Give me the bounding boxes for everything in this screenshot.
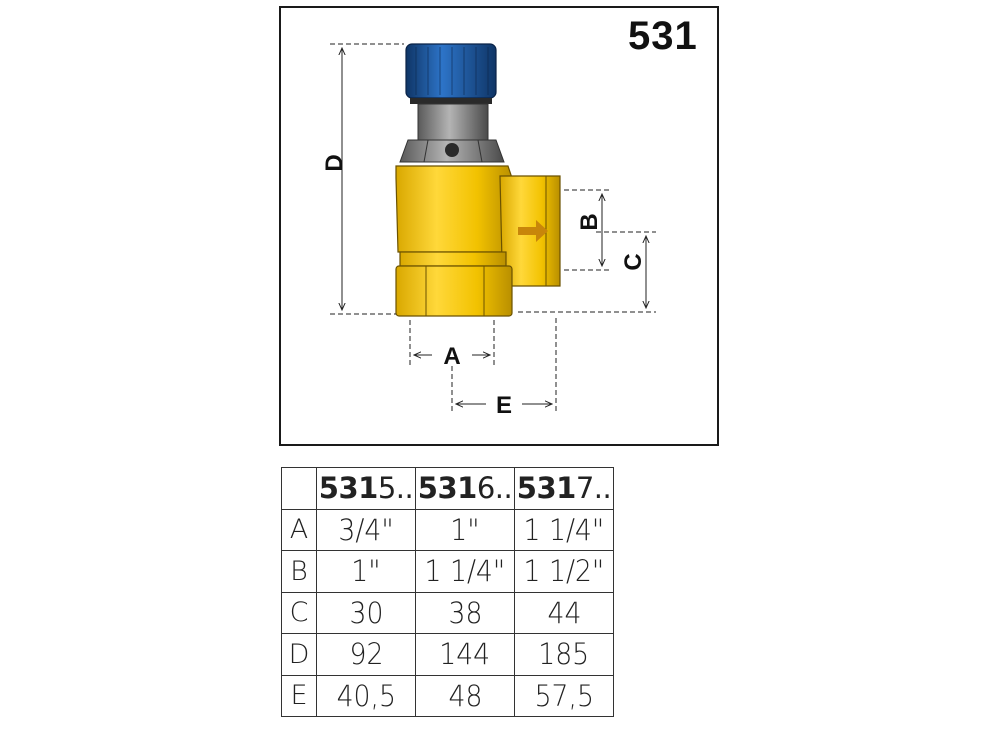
dimension-e [451,318,557,412]
table-corner-cell [281,467,317,510]
table-cell: 185 [514,633,614,676]
valve-diagram: D B C A E [321,43,656,419]
table-cell: 1 1/2" [514,550,614,593]
flow-arrow-icon [518,220,548,242]
dimension-d [330,43,404,315]
table-cell: 144 [415,633,515,676]
table-cell: 44 [514,591,614,634]
table-cell: 48 [415,674,515,717]
table-cell: 3/4" [316,508,416,551]
knob-icon [405,43,497,104]
table-cell: 30 [316,591,416,634]
table-header-row: 5315.. 5316.. 5317.. [281,467,614,510]
table-cell: 1" [415,508,515,551]
table-cell: 92 [316,633,416,676]
table-row: A 3/4" 1" 1 1/4" [281,508,614,551]
dim-label-a: A [443,343,460,370]
table-row: C 30 38 44 [281,591,614,634]
table-cell: 38 [415,591,515,634]
model-number: 531 [628,14,698,58]
table-cell: 1 1/4" [415,550,515,593]
row-label: A [281,508,317,551]
dim-label-e: E [496,392,512,419]
row-label: E [281,674,317,717]
dimension-a [409,320,495,366]
table-cell: 1 1/4" [514,508,614,551]
row-label: D [281,633,317,676]
bonnet-icon [399,103,505,163]
dimension-b [564,189,612,271]
column-header-5315: 5315.. [316,467,416,510]
valve-body-icon [395,165,561,317]
dim-label-c: C [620,253,647,270]
table-row: E 40,5 48 57,5 [281,674,614,717]
table-cell: 57,5 [514,674,614,717]
dim-label-d: D [321,154,348,171]
row-label: C [281,591,317,634]
column-header-5317: 5317.. [514,467,614,510]
dimension-c [518,231,656,313]
column-header-5316: 5316.. [415,467,515,510]
dimensions-table: 5315.. 5316.. 5317.. A 3/4" 1" 1 1/4" B … [281,467,614,717]
table-cell: 40,5 [316,674,416,717]
row-label: B [281,550,317,593]
table-row: B 1" 1 1/4" 1 1/2" [281,550,614,593]
dim-label-b: B [576,213,603,230]
table-row: D 92 144 185 [281,633,614,676]
table-cell: 1" [316,550,416,593]
